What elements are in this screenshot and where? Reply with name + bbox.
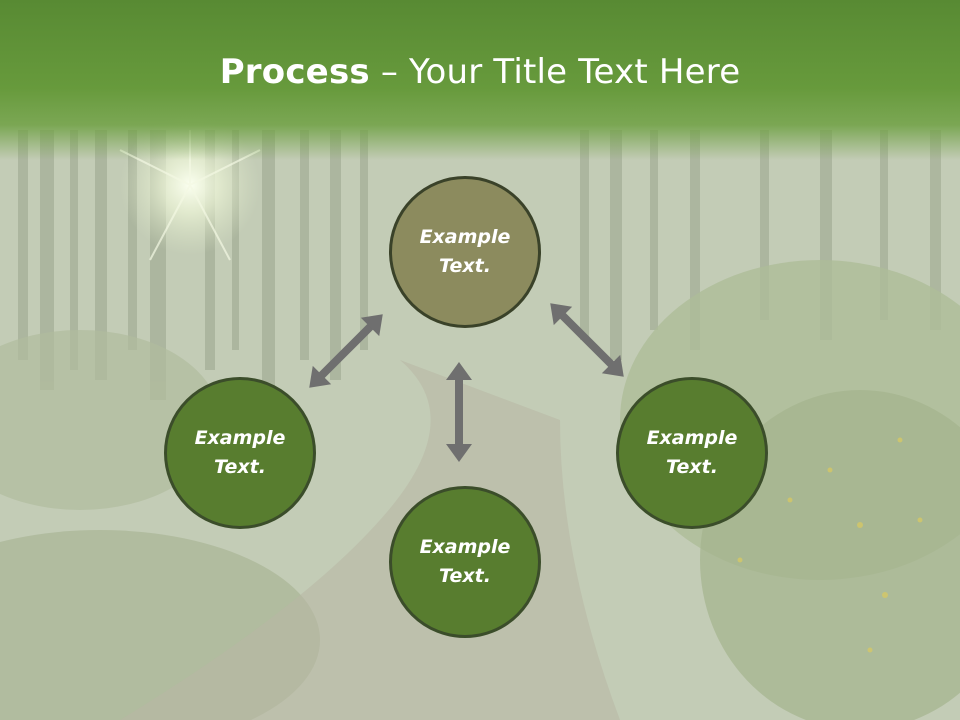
node-top-label: Example Text.	[419, 226, 511, 277]
node-bottom-label: Example Text.	[419, 536, 511, 587]
process-node-top[interactable]: Example Text.	[389, 176, 541, 328]
process-node-left[interactable]: Example Text.	[164, 377, 316, 529]
title-bold: Process	[219, 52, 370, 92]
process-node-right[interactable]: Example Text.	[616, 377, 768, 529]
title-banner: Process – Your Title Text Here	[0, 0, 960, 160]
node-left-label: Example Text.	[194, 427, 286, 478]
title-rest: – Your Title Text Here	[369, 52, 741, 92]
process-node-bottom[interactable]: Example Text.	[389, 486, 541, 638]
node-right-label: Example Text.	[646, 427, 738, 478]
page-title: Process – Your Title Text Here	[0, 52, 960, 92]
